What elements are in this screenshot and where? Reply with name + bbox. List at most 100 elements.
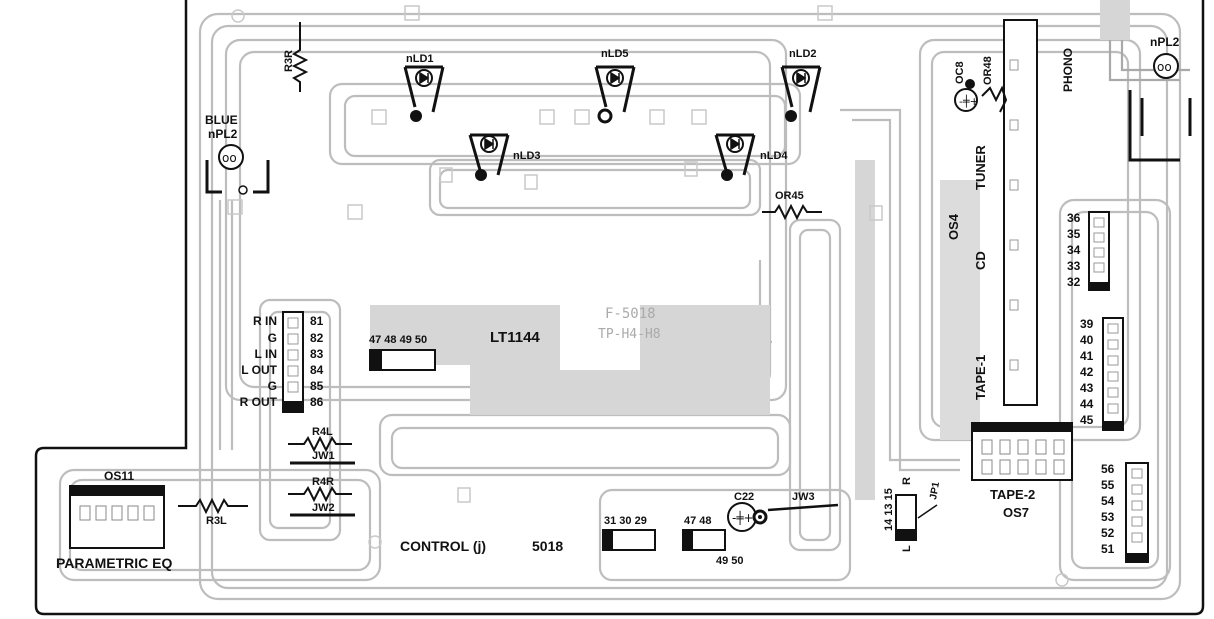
os7-connector: [971, 422, 1073, 481]
label-r3r: R3R: [283, 50, 295, 72]
label-control: CONTROL (j): [400, 538, 486, 554]
label-oc8: OC8: [954, 61, 966, 84]
capacitor-oc8: -╪+: [954, 79, 979, 112]
pin-header-32-36-marker: [1089, 282, 1109, 290]
header-47-50-marker: [370, 350, 382, 370]
svg-text:-╪+: -╪+: [732, 510, 754, 525]
io-row-name: R OUT: [240, 395, 278, 409]
pin-label: 56: [1101, 462, 1115, 476]
pin-label: 53: [1101, 510, 1115, 524]
label-connector-47-48: 47 48: [684, 515, 712, 527]
io-row-pin: 82: [310, 331, 324, 345]
io-row-pin: 84: [310, 363, 324, 377]
resistor-r4l: [288, 435, 352, 453]
label-nld3: nLD3: [513, 150, 541, 162]
pin-label: 36: [1067, 211, 1081, 225]
io-row-name: R IN: [253, 314, 277, 328]
resistor-or48: [981, 85, 1008, 113]
led-nld1: [403, 65, 445, 122]
pin-label: 45: [1080, 413, 1094, 427]
pin-labels-51-56: 56 55 54 53 52 51: [1101, 462, 1115, 556]
label-os4: OS4: [946, 213, 961, 240]
led-nld4: [714, 133, 756, 181]
label-jp1-r: R: [901, 477, 913, 485]
pin-labels-32-36: 36 35 34 33 32: [1067, 211, 1081, 289]
ghost-silkscreen-1: F-5018: [605, 306, 656, 322]
io-row-pin: 81: [310, 314, 324, 328]
label-r4r: R4R: [312, 476, 334, 488]
label-blue: BLUE: [205, 113, 238, 127]
jumper-jw3: [767, 503, 839, 512]
pin-label: 40: [1080, 333, 1094, 347]
label-connector-47-50-top: 47 48 49 50: [369, 334, 427, 346]
io-label-list: R IN 81 G 82 L IN 83 L OUT 84 G 85 R OUT…: [240, 314, 324, 409]
label-npl2-right: nPL2: [1150, 35, 1180, 49]
svg-text:-╪+: -╪+: [959, 94, 979, 108]
io-header-pin1-marker: [283, 401, 303, 412]
label-connector-49-50: 49 50: [716, 555, 744, 567]
board-outline: [34, 0, 1205, 616]
label-r4l: R4L: [312, 426, 333, 438]
pin-header-51-56-marker: [1126, 553, 1148, 562]
pin-header-32-36-pins: [1093, 217, 1105, 273]
label-npl2-left: nPL2: [208, 127, 238, 141]
pin-label: 52: [1101, 526, 1115, 540]
pin-label: 51: [1101, 542, 1115, 556]
resistor-or45: [762, 203, 822, 221]
pin-label: 32: [1067, 275, 1081, 289]
jp1-header-marker: [896, 529, 916, 540]
pads: [227, 5, 1069, 587]
label-cd: CD: [973, 251, 988, 270]
os11-connector-pins: [79, 505, 155, 521]
label-nld1: nLD1: [406, 53, 434, 65]
ghost-silkscreen-2: TP-H4-H8: [598, 327, 661, 342]
label-or45: OR45: [775, 190, 804, 202]
io-row-pin: 85: [310, 379, 324, 393]
pin-label: 33: [1067, 259, 1081, 273]
label-connector-31-29: 31 30 29: [604, 515, 647, 527]
pin-label: 39: [1080, 317, 1094, 331]
label-or48: OR48: [982, 56, 994, 85]
label-tape1: TAPE-1: [973, 355, 988, 400]
pin-header-39-45-pins: [1107, 323, 1119, 414]
label-nld5: nLD5: [601, 48, 629, 60]
os7-connector-edge: [972, 423, 1072, 432]
pin-label: 42: [1080, 365, 1094, 379]
resistor-r4r: [288, 485, 352, 503]
os4-connector: [1003, 19, 1038, 406]
label-jw3: JW3: [792, 491, 815, 503]
label-nld4: nLD4: [760, 150, 788, 162]
pin-label: 55: [1101, 478, 1115, 492]
header-31-29-marker: [603, 530, 613, 550]
pin-label: 41: [1080, 349, 1094, 363]
io-row-name: L OUT: [241, 363, 277, 377]
os11-connector: [69, 485, 165, 549]
label-r3l: R3L: [206, 515, 227, 527]
label-jp1-pins: 14 13 15: [883, 488, 895, 531]
io-header-81-86: [282, 311, 304, 413]
pin-label: 43: [1080, 381, 1094, 395]
pin-label: 35: [1067, 227, 1081, 241]
copper-planes: [370, 0, 1130, 500]
io-header-pins: [287, 317, 299, 393]
pin-label: 34: [1067, 243, 1081, 257]
label-model-number: 5018: [532, 538, 563, 554]
label-parametric-eq: PARAMETRIC EQ: [56, 555, 173, 571]
jp1-jumper-line: [917, 504, 938, 519]
label-tape2: TAPE-2: [990, 487, 1035, 502]
label-os11: OS11: [104, 469, 134, 483]
svg-text:oo: oo: [222, 151, 237, 165]
label-c22: C22: [734, 491, 754, 503]
os4-connector-pins: [1009, 59, 1019, 371]
pin-labels-39-45: 39 40 41 42 43 44 45: [1080, 317, 1094, 427]
capacitor-c22: -╪+: [727, 502, 768, 532]
resistor-r3r: [291, 22, 309, 92]
label-phono: PHONO: [1061, 48, 1075, 92]
io-row-name: G: [268, 331, 277, 345]
led-nld3: [468, 133, 510, 181]
label-os7: OS7: [1003, 505, 1029, 520]
lamp-npl2-right: oo: [1128, 53, 1192, 162]
pin-header-51-56-pins: [1131, 468, 1143, 543]
label-lt1144: LT1144: [490, 329, 540, 346]
os7-connector-pins: [981, 439, 1065, 475]
